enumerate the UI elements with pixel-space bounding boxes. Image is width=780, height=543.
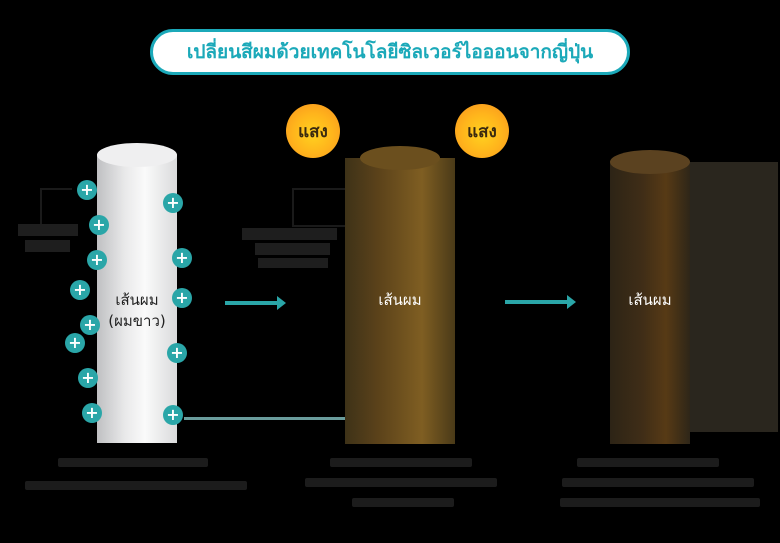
caption-stage-1-line-1 — [58, 458, 208, 467]
caption-stage-1-line-2 — [25, 481, 247, 490]
hair-label: เส้นผม — [115, 291, 159, 309]
light-label: แสง — [298, 121, 328, 142]
hair-strand-brown: เส้นผม — [345, 146, 455, 444]
ion-label-dark — [255, 243, 330, 255]
hair-label: เส้นผม — [378, 291, 422, 309]
ion-label-dark — [25, 240, 70, 252]
caption-stage-3-line-2 — [562, 478, 754, 487]
hair-strand-white: เส้นผม (ผมขาว) — [97, 143, 177, 443]
connector-line — [184, 417, 346, 420]
silver-ion-icon: + — [65, 333, 85, 353]
silver-ion-icon: + — [82, 403, 102, 423]
hair-sublabel: (ผมขาว) — [108, 312, 166, 330]
ion-label-dark — [258, 258, 328, 268]
caption-stage-2-line-1 — [330, 458, 472, 467]
silver-ion-icon: + — [80, 315, 100, 335]
ion-label-bracket — [292, 188, 346, 227]
silver-ion-icon: + — [167, 343, 187, 363]
caption-stage-3-line-3 — [560, 498, 760, 507]
silver-ion-icon: + — [163, 405, 183, 425]
silver-ion-icon: + — [89, 215, 109, 235]
hair-label: เส้นผม — [628, 291, 672, 309]
silver-ion-icon: + — [87, 250, 107, 270]
title-banner: เปลี่ยนสีผมด้วยเทคโนโลยีซิลเวอร์ไอออนจาก… — [150, 29, 630, 75]
ion-label-dark — [18, 224, 78, 236]
silver-ion-icon: + — [70, 280, 90, 300]
silver-ion-icon: + — [163, 193, 183, 213]
silver-ion-icon: + — [172, 288, 192, 308]
ion-label-dark — [242, 228, 337, 240]
silver-ion-icon: + — [77, 180, 97, 200]
hair-strand-dark: เส้นผม — [610, 150, 690, 444]
title-text: เปลี่ยนสีผมด้วยเทคโนโลยีซิลเวอร์ไอออนจาก… — [186, 41, 594, 63]
backdrop-panel — [685, 162, 778, 432]
caption-stage-2-line-3 — [352, 498, 454, 507]
ion-label-bracket — [40, 188, 72, 227]
light-label: แสง — [467, 121, 497, 142]
caption-stage-3-line-1 — [577, 458, 719, 467]
silver-ion-icon: + — [78, 368, 98, 388]
arrow-right-icon — [505, 295, 576, 309]
light-sun-icon-2: แสง — [455, 104, 509, 158]
caption-stage-2-line-2 — [305, 478, 497, 487]
silver-ion-icon: + — [172, 248, 192, 268]
light-sun-icon-1: แสง — [286, 104, 340, 158]
arrow-right-icon — [225, 296, 286, 310]
